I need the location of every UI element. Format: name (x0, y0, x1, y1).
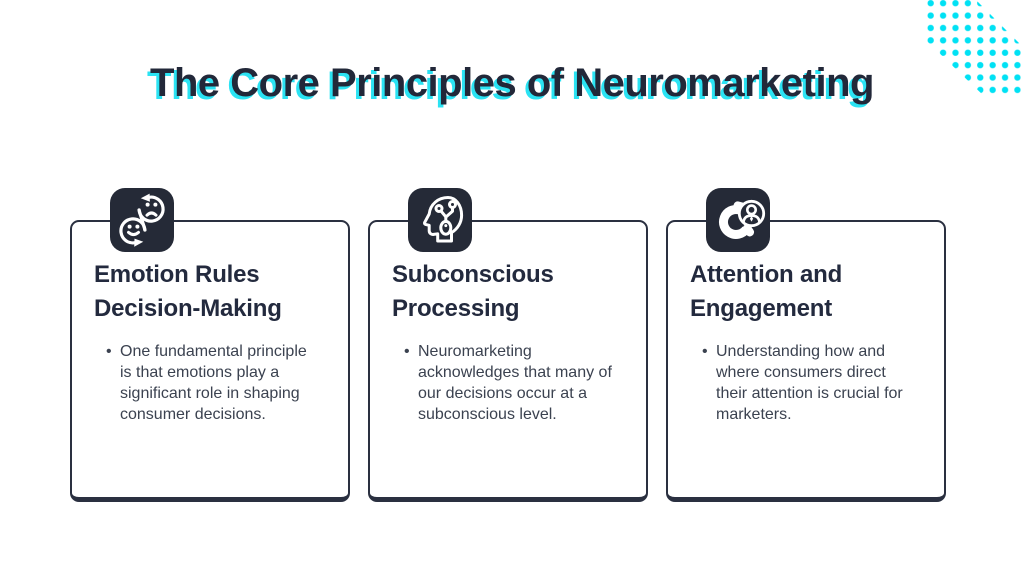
card-attention-engagement: Attention and Engagement Understanding h… (666, 188, 946, 502)
card-bullet-list: Understanding how and where consumers di… (692, 341, 922, 425)
card-title: Attention and Engagement (690, 261, 843, 322)
cards-row: Emotion Rules Decision-Making One fundam… (70, 188, 946, 502)
card-title: Emotion Rules Decision-Making (94, 261, 282, 322)
card-bullet: Understanding how and where consumers di… (702, 341, 916, 425)
card-subconscious-processing: Subconscious Processing Neuromarketing a… (368, 188, 648, 502)
attention-magnet-icon (706, 188, 770, 252)
emotion-cycle-icon (110, 188, 174, 252)
card-bullet-list: Neuromarketing acknowledges that many of… (394, 341, 624, 425)
subconscious-processing-icon (408, 188, 472, 252)
card-title: Subconscious Processing (392, 261, 554, 322)
page-title: The Core Principles of Neuromarketing (150, 61, 874, 105)
card-bullet: Neuromarketing acknowledges that many of… (404, 341, 618, 425)
card-bullet: One fundamental principle is that emotio… (106, 341, 320, 425)
card-bullet-list: One fundamental principle is that emotio… (96, 341, 326, 425)
card-emotion-rules: Emotion Rules Decision-Making One fundam… (70, 188, 350, 502)
